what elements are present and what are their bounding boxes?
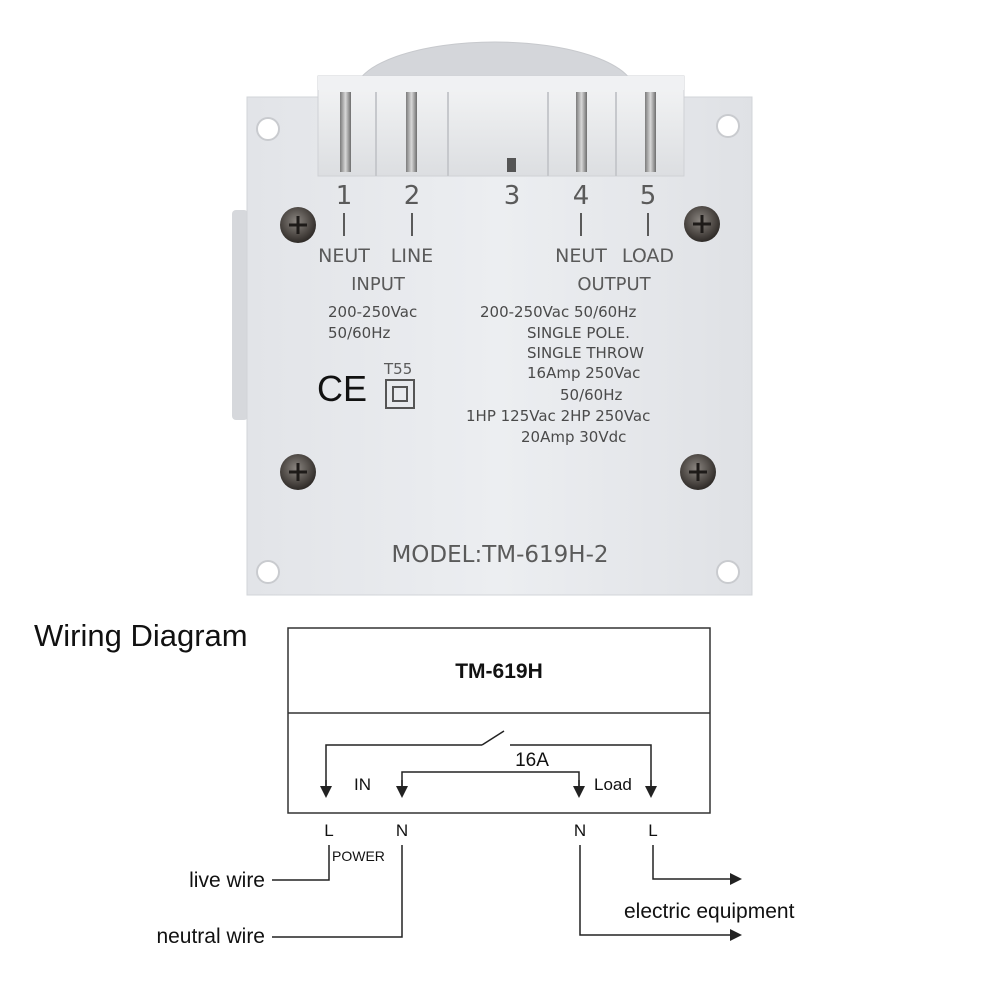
terminal-n-out: N — [574, 821, 586, 840]
equipment-label: electric equipment — [624, 900, 795, 923]
terminal-label-load: LOAD — [622, 245, 674, 267]
terminal-block — [317, 75, 685, 177]
input-heading: INPUT — [351, 274, 406, 295]
output-spec-line: 1HP 125Vac 2HP 250Vac — [466, 407, 650, 425]
rating-label: 16A — [515, 750, 549, 771]
power-label: POWER — [332, 848, 385, 864]
input-voltage: 200-250Vac — [328, 303, 417, 321]
live-wire-line — [272, 845, 330, 881]
switch-contact — [481, 730, 505, 746]
terminal-label-neut-in: NEUT — [318, 245, 370, 267]
terminal-label-neut-out: NEUT — [555, 245, 607, 267]
terminal-number-5: 5 — [640, 181, 657, 211]
neutral-through-wire — [401, 771, 580, 790]
load-label: Load — [594, 775, 632, 794]
terminal-l-out: L — [648, 821, 657, 840]
output-spec-line: 20Amp 30Vdc — [521, 428, 626, 446]
wiring-diagram: Wiring Diagram TM-619H 16A IN Load L N N… — [34, 618, 795, 948]
terminal-l-in: L — [324, 821, 333, 840]
neutral-wire-label: neutral wire — [156, 925, 265, 948]
terminal-number-4: 4 — [573, 181, 590, 211]
terminal-label-line: LINE — [391, 245, 433, 267]
diagram-box — [287, 627, 711, 814]
output-spec-line: 200-250Vac 50/60Hz — [480, 303, 636, 321]
neutral-wire-line — [272, 845, 403, 938]
equipment-neutral-line — [579, 845, 742, 941]
terminal-n-in: N — [396, 821, 408, 840]
mount-holes — [256, 114, 740, 584]
output-spec-line: 16Amp 250Vac — [527, 364, 640, 382]
ce-mark: CE — [317, 368, 367, 409]
model-label: MODEL:TM-619H-2 — [391, 542, 608, 568]
equipment-live-line — [652, 845, 742, 885]
output-spec-line: 50/60Hz — [560, 386, 623, 404]
output-spec-line: SINGLE THROW — [527, 344, 644, 362]
temperature-rating: T55 — [383, 360, 412, 378]
output-spec-line: SINGLE POLE. — [527, 324, 630, 342]
screw-icons — [280, 206, 720, 490]
live-wire-label: live wire — [189, 869, 265, 892]
double-insulation-icon — [385, 379, 415, 409]
in-label: IN — [354, 775, 371, 794]
output-heading: OUTPUT — [577, 274, 651, 295]
diagram-title: Wiring Diagram — [34, 618, 248, 653]
timer-device: 1 2 3 4 5 NEUT LINE NEUT LOAD INPUT 200-… — [232, 41, 753, 596]
switch-wire — [325, 744, 482, 790]
terminal-number-3: 3 — [504, 181, 521, 211]
terminal-number-2: 2 — [404, 181, 421, 211]
input-frequency: 50/60Hz — [328, 324, 391, 342]
terminal-number-1: 1 — [336, 181, 353, 211]
terminal-pins — [340, 92, 656, 172]
diagram-box-title: TM-619H — [455, 660, 543, 683]
device-panel — [246, 96, 753, 596]
